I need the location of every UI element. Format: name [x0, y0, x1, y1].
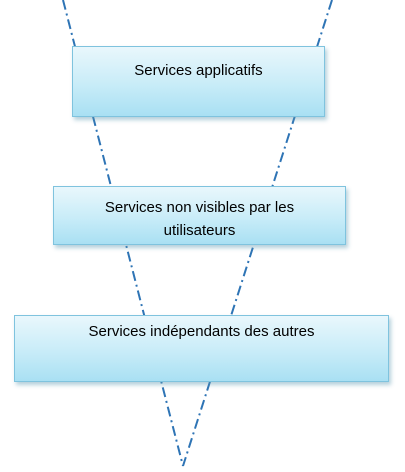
layer-label: Services indépendants des autres — [88, 323, 315, 340]
layer-box-independent-services: Services indépendants des autres — [14, 315, 389, 382]
layer-label: Services applicatifs — [134, 62, 263, 79]
layer-label: Services non visibles par les utilisateu… — [104, 199, 295, 239]
layer-box-application-services: Services applicatifs — [72, 46, 325, 117]
layer-box-invisible-services: Services non visibles par les utilisateu… — [53, 186, 346, 245]
